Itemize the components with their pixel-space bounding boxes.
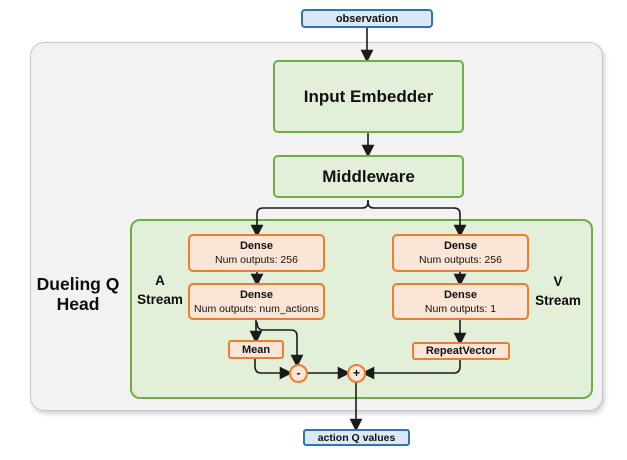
v-stream-dense-1: Dense Num outputs: 256 (392, 234, 529, 272)
action-q-values-label: action Q values (317, 431, 396, 444)
middleware-label: Middleware (322, 166, 415, 186)
dense-name: Dense (239, 240, 274, 252)
repeat-vector-label: RepeatVector (425, 345, 497, 357)
a-stream-dense-2: Dense Num outputs: num_actions (188, 283, 325, 320)
dueling-q-head-label: Dueling Q Head (36, 274, 120, 314)
observation-node: observation (301, 9, 433, 28)
a-stream-label: A Stream (137, 273, 183, 307)
subtract-op-node: - (289, 364, 308, 383)
action-q-values-node: action Q values (303, 429, 410, 446)
dense-detail: Num outputs: 256 (419, 254, 502, 266)
repeat-vector-node: RepeatVector (412, 342, 510, 360)
mean-node: Mean (228, 340, 284, 359)
dense-name: Dense (239, 288, 274, 301)
input-embedder-node: Input Embedder (273, 60, 464, 133)
dense-detail: Num outputs: num_actions (194, 302, 319, 315)
a-stream-dense-1: Dense Num outputs: 256 (188, 234, 325, 272)
v-stream-dense-2: Dense Num outputs: 1 (392, 283, 529, 320)
dense-detail: Num outputs: 1 (424, 302, 497, 315)
add-op-node: + (347, 364, 366, 383)
dense-name: Dense (443, 240, 478, 252)
add-op-label: + (352, 366, 360, 380)
middleware-node: Middleware (273, 155, 464, 198)
v-stream-label: V Stream (535, 274, 581, 308)
mean-label: Mean (241, 343, 271, 356)
dense-name: Dense (443, 288, 478, 301)
dense-detail: Num outputs: 256 (215, 254, 298, 266)
subtract-op-label: - (296, 366, 301, 380)
observation-label: observation (335, 12, 399, 25)
input-embedder-label: Input Embedder (303, 86, 434, 106)
